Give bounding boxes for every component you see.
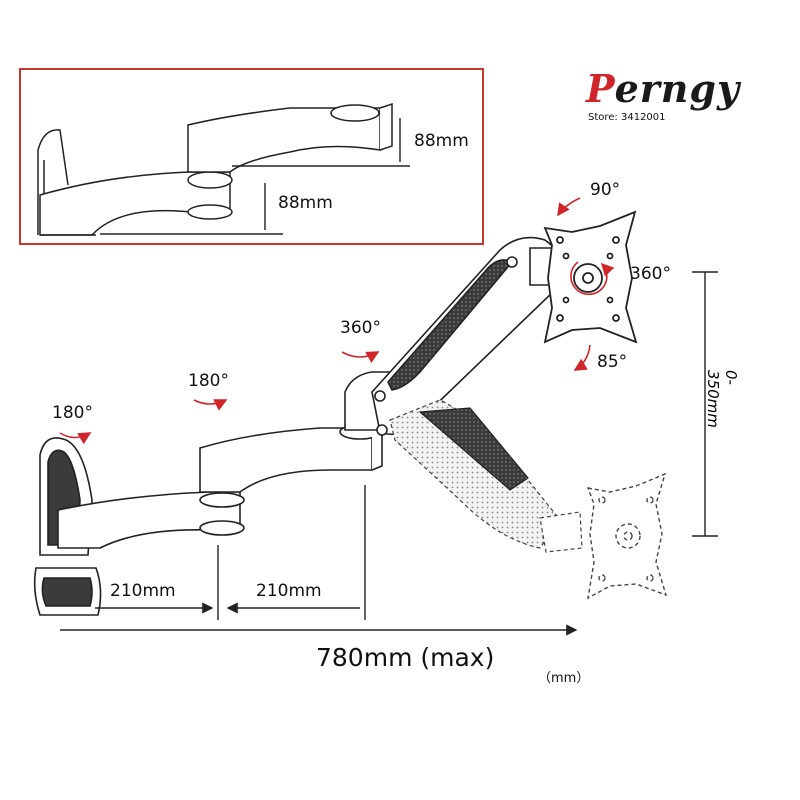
inset-arm-drawing bbox=[37, 102, 393, 236]
swivel-label: 360° bbox=[630, 264, 671, 284]
brand-name-rest: erngy bbox=[614, 66, 741, 111]
gas-arm-rotation-label: 360° bbox=[340, 318, 381, 338]
total-length-label: 780mm (max) bbox=[316, 643, 495, 672]
first-arm-segment bbox=[57, 491, 245, 549]
height-range-label: 0-350mm bbox=[704, 370, 740, 428]
main-dimension-lines bbox=[60, 271, 718, 636]
brand-name-initial: P bbox=[586, 66, 615, 111]
inset-lower-height-label: 88mm bbox=[278, 193, 333, 213]
inset-dimension-lines bbox=[100, 118, 410, 235]
unit-label: （mm） bbox=[538, 671, 590, 686]
wall-mount-rotation-label: 180° bbox=[52, 403, 93, 423]
arm2-length-label: 210mm bbox=[256, 581, 322, 601]
vesa-plate-lowered bbox=[586, 472, 668, 600]
brand-name: Perngy bbox=[586, 66, 740, 111]
brand-logo: Perngy Store: 3412001 bbox=[586, 66, 776, 126]
arm1-length-label: 210mm bbox=[110, 581, 176, 601]
swivel-arc bbox=[570, 261, 615, 296]
store-number: Store: 3412001 bbox=[588, 112, 666, 123]
inset-frame bbox=[19, 68, 484, 245]
first-arm-rotation-label: 180° bbox=[188, 371, 229, 391]
second-arm-segment bbox=[199, 422, 383, 493]
vesa-plate-raised bbox=[543, 210, 638, 344]
gas-spring-arm-lowered bbox=[389, 399, 583, 553]
tilt-down-label: 85° bbox=[597, 352, 628, 372]
inset-upper-height-label: 88mm bbox=[414, 131, 469, 151]
gas-spring-arm-raised bbox=[344, 236, 561, 436]
tilt-up-label: 90° bbox=[590, 180, 621, 200]
rotation-arrows bbox=[59, 197, 591, 445]
